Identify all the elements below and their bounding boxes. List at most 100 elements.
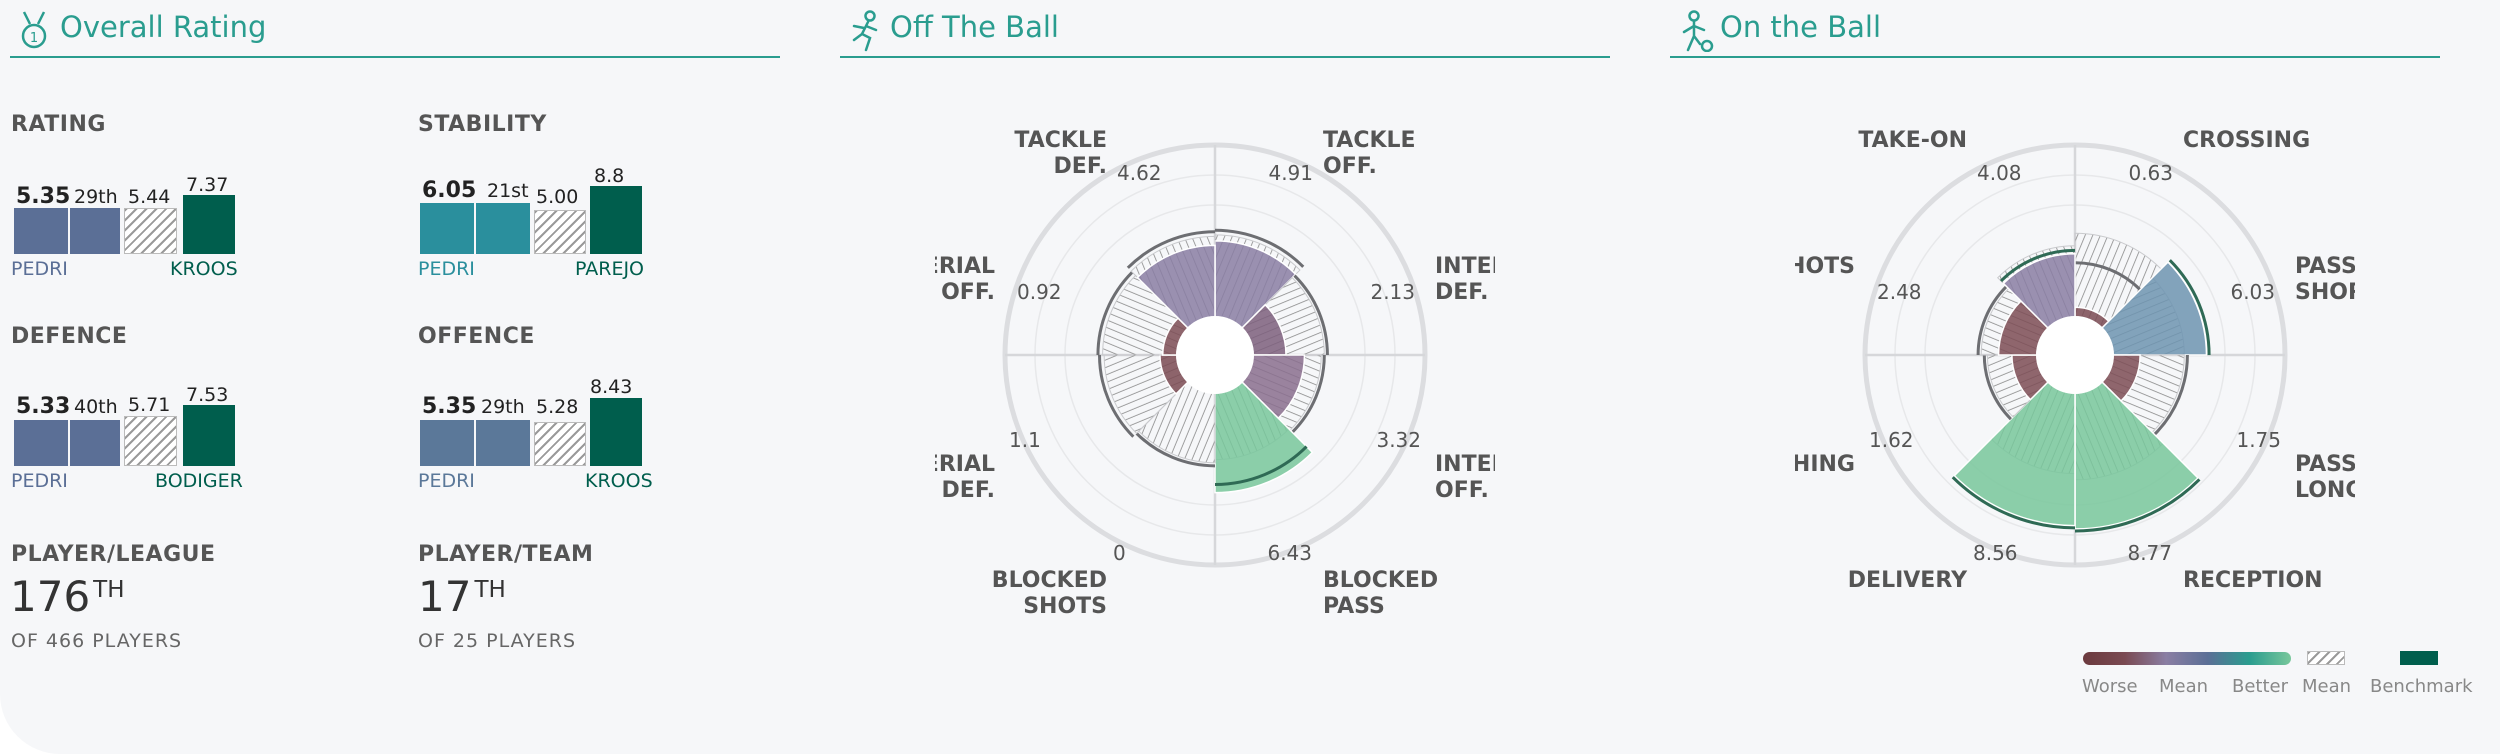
benchmark-name: PAREJO — [575, 258, 645, 280]
value-label-0: 4.91 — [1268, 161, 1313, 185]
mean-bar — [124, 416, 177, 466]
benchmark-name: KROOS — [585, 470, 653, 492]
category-label-2: INTERCEPTOFF. — [1435, 452, 1495, 503]
mean-value: 5.71 — [128, 394, 171, 416]
off-the-ball-header: Off The Ball — [840, 6, 1610, 58]
category-label-6: AERIALOFF. — [935, 254, 995, 305]
benchmark-value: 7.37 — [186, 174, 229, 196]
rank-suffix: TH — [93, 577, 125, 603]
value-label-1: 2.13 — [1370, 280, 1415, 304]
category-label-4: DELIVERY — [1848, 568, 1968, 593]
player-name: PEDRI — [11, 258, 68, 280]
player-bar — [14, 208, 120, 254]
benchmark-arc-5 — [1982, 354, 2012, 421]
rank-label: PLAYER/TEAM — [418, 542, 594, 567]
player-value: 6.05 — [422, 178, 477, 203]
value-label-4: 0 — [1113, 541, 1126, 565]
benchmark-arc-0 — [2074, 261, 2142, 291]
benchmark-arc-6 — [1096, 271, 1134, 356]
rank-subtitle: OF 466 PLAYERS — [11, 630, 183, 652]
mean-value: 5.00 — [536, 186, 579, 208]
benchmark-arc-3 — [1214, 445, 1308, 486]
player-value: 5.35 — [422, 394, 477, 419]
category-label-5: FINISHING — [1795, 452, 1855, 477]
running-player-icon — [852, 10, 878, 52]
benchmark-bar — [183, 405, 235, 466]
worse-better-gradient — [2083, 652, 2291, 665]
bar-divider — [474, 203, 476, 254]
metric-label: DEFENCE — [11, 324, 128, 349]
mean-bar — [124, 208, 177, 254]
rank-label: PLAYER/LEAGUE — [11, 542, 216, 567]
player-rank: 29th — [74, 186, 118, 208]
category-label-1: PASSSHORT — [2295, 254, 2355, 305]
category-label-3: RECEPTION — [2183, 568, 2323, 593]
overall-rating-header: 1 Overall Rating — [10, 6, 780, 58]
benchmark-value: 8.8 — [594, 165, 625, 187]
benchmark-bar — [590, 186, 642, 254]
value-label-1: 6.03 — [2230, 280, 2275, 304]
rank-number: 176 — [10, 572, 91, 621]
benchmark-arc-1 — [1293, 274, 1329, 356]
value-label-7: 4.08 — [1977, 161, 2022, 185]
value-label-6: 0.92 — [1017, 280, 1062, 304]
benchmark-arc-4 — [1135, 432, 1216, 468]
player-rank: 40th — [74, 396, 118, 418]
on-the-ball-title: On the Ball — [1720, 10, 1882, 44]
legend-benchmark: Benchmark — [2370, 676, 2473, 697]
rank-suffix: TH — [474, 577, 506, 603]
benchmark-arc-2 — [2153, 354, 2189, 436]
value-label-5: 1.1 — [1009, 428, 1041, 452]
player-value: 5.35 — [16, 184, 71, 209]
category-label-0: CROSSING — [2183, 128, 2310, 153]
value-label-4: 8.56 — [1973, 541, 2018, 565]
bar-divider — [68, 420, 70, 466]
player-name: PEDRI — [11, 470, 68, 492]
legend-mean-hatch: Mean — [2302, 676, 2352, 697]
benchmark-arc-7 — [1126, 230, 1216, 269]
category-label-7: TAKE-ON — [1858, 128, 1967, 153]
benchmark-arc-4 — [1951, 476, 2076, 530]
bar-divider — [68, 208, 70, 254]
benchmark-arc-1 — [2168, 259, 2211, 356]
off-the-ball-title: Off The Ball — [890, 10, 1059, 44]
benchmark-value: 8.43 — [590, 376, 633, 398]
value-label-6: 2.48 — [1877, 280, 1922, 304]
benchmark-name: KROOS — [170, 258, 238, 280]
category-label-1: INTERCEPTDEF. — [1435, 254, 1495, 305]
player-value: 5.33 — [16, 394, 71, 419]
legend-worse: Worse — [2082, 676, 2138, 697]
category-label-6: SHOTS — [1795, 254, 1855, 279]
bar-divider — [474, 420, 476, 466]
medal-icon: 1 — [21, 11, 47, 49]
metric-label: OFFENCE — [418, 324, 535, 349]
benchmark-bar — [590, 398, 642, 466]
mean-value: 5.44 — [128, 186, 171, 208]
benchmark-arc-2 — [1291, 354, 1326, 434]
player-name: PEDRI — [418, 258, 475, 280]
value-label-7: 4.62 — [1117, 161, 1162, 185]
value-label-2: 3.32 — [1376, 428, 1421, 452]
benchmark-arc-0 — [1214, 228, 1305, 268]
benchmark-arc-3 — [2074, 478, 2201, 533]
metric-label: STABILITY — [418, 112, 547, 137]
svg-text:1: 1 — [30, 31, 38, 46]
value-label-3: 8.77 — [2127, 541, 2172, 565]
player-name: PEDRI — [418, 470, 475, 492]
mean-swatch — [2307, 651, 2345, 665]
benchmark-arc-7 — [1999, 248, 2076, 283]
benchmark-swatch — [2400, 651, 2438, 665]
benchmark-value: 7.53 — [186, 384, 229, 406]
benchmark-bar — [183, 195, 235, 254]
player-rank: 29th — [481, 396, 525, 418]
metric-label: RATING — [11, 112, 106, 137]
on-the-ball-radial-chart: CROSSING0.63PASSSHORT6.03PASSLONG1.75REC… — [1795, 128, 2355, 593]
player-bar — [14, 420, 120, 466]
value-label-2: 1.75 — [2236, 428, 2281, 452]
benchmark-arc-6 — [1976, 285, 2008, 356]
on-the-ball-header: On the Ball — [1670, 6, 2440, 58]
